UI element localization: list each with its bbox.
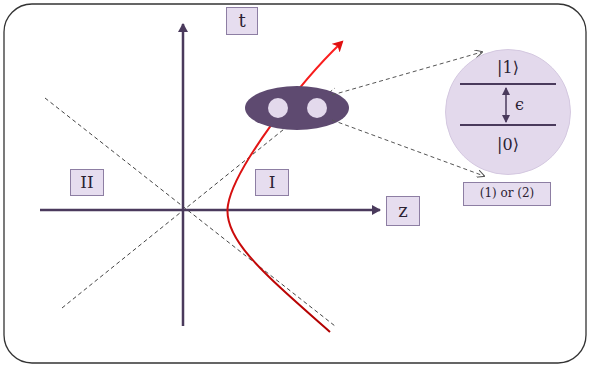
z-axis [40,209,380,212]
region-label: I [255,169,289,196]
label-text: II [80,173,93,192]
label-text: ϵ [515,96,524,114]
label-text: t [238,11,245,31]
light-cone [45,98,335,326]
label-text: I [269,173,276,192]
region-label: II [70,169,104,196]
label-text: |0⟩ [497,136,519,154]
axis-label: z [386,196,420,226]
gap-arrow [505,94,507,122]
t-axis [182,24,185,326]
frame [4,4,586,363]
label-text: |1⟩ [497,59,519,77]
axis-label: t [226,7,258,35]
label-text: z [398,201,407,221]
energy-level [460,124,556,126]
trajectory [227,42,342,332]
detector [307,98,327,118]
detector-pair [245,86,349,130]
detector [268,98,288,118]
label-text: (1) or (2) [480,187,535,200]
detector-label: (1) or (2) [463,182,551,206]
two-level-system: |1⟩ ϵ |0⟩ [445,49,571,175]
energy-level [460,83,556,85]
circle-fill [446,50,571,175]
gap-arrow [505,88,507,94]
